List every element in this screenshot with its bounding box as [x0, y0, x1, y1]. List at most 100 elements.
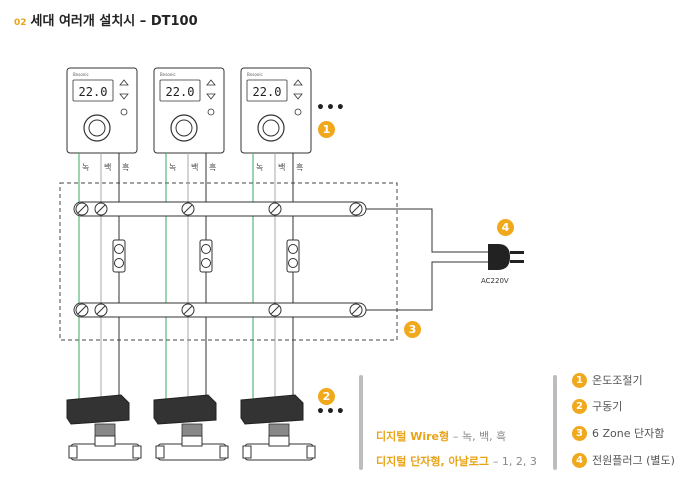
screw-slot [351, 305, 361, 315]
dial-knob-inner [88, 119, 106, 137]
thermostat-unit: Bnsonic 22.0 [153, 67, 225, 154]
valve-outlet [306, 445, 316, 459]
actuator-stem [181, 423, 203, 437]
divider-left [359, 375, 363, 470]
callout-power-plug: 4 [497, 219, 514, 236]
legend-number: 1 [572, 372, 587, 388]
type-terminal-prefix: 디지털 단자형, 아날로그 [376, 455, 490, 468]
valve-outlet [132, 445, 142, 459]
section-title: 세대 여러개 설치시 – DT100 [30, 14, 198, 29]
screw-slot [77, 305, 87, 315]
power-button-icon [120, 108, 128, 116]
legend-number: 4 [572, 452, 587, 468]
power-button-icon [207, 108, 215, 116]
up-arrow-icon [119, 79, 129, 86]
legend-label: 구동기 [592, 400, 623, 413]
valve-inlet [242, 445, 252, 459]
actuator-unit [240, 394, 316, 461]
screw-slot [270, 204, 280, 214]
terminal-screw-icon [114, 258, 124, 268]
page-title: 02 세대 여러개 설치시 – DT100 [14, 10, 198, 29]
callout-terminal-box: 3 [404, 321, 421, 338]
up-arrow-icon [293, 79, 303, 86]
actuator-body [240, 394, 304, 425]
legend-label: 온도조절기 [592, 374, 643, 387]
thermostat-screen [72, 79, 114, 102]
actuator-body [66, 394, 130, 425]
thermostat-screen [159, 79, 201, 102]
terminal-screw-icon [201, 244, 211, 254]
screw-slot [270, 305, 280, 315]
terminal-screw-icon [288, 244, 298, 254]
thermostat-brand: Bnsonic [160, 72, 176, 77]
actuator-stem [94, 423, 116, 437]
bus-bar-top [73, 201, 367, 217]
terminal-screw-icon [114, 244, 124, 254]
valve-neck [181, 435, 203, 447]
valve-inlet [68, 445, 78, 459]
type-wire-suffix: – 녹, 백, 흑 [452, 430, 507, 443]
screw-slot [183, 305, 193, 315]
screw-slot [183, 204, 193, 214]
valve-outlet [219, 445, 229, 459]
ellipsis-thermostats: ••• [316, 100, 346, 116]
bus-bar-bottom [73, 302, 367, 318]
thermostat-unit: Bnsonic 22.0 [66, 67, 138, 154]
thermostat-display: 22.0 [166, 85, 195, 99]
divider-right [553, 375, 557, 470]
wire-label: 녹 [256, 163, 263, 172]
screw-slot [77, 204, 87, 214]
wire-label: 녹 [169, 163, 176, 172]
valve-neck [268, 435, 290, 447]
thermostat-display: 22.0 [79, 85, 108, 99]
down-arrow-icon [206, 93, 216, 100]
type-terminal-suffix: – 1, 2, 3 [492, 455, 537, 468]
type-wire-prefix: 디지털 Wire형 [376, 430, 450, 443]
thermostat-display: 22.0 [253, 85, 282, 99]
wire-label: 백 [104, 162, 111, 172]
wire-label: 백 [278, 162, 285, 172]
actuator-unit [66, 394, 142, 461]
wire-label: 백 [191, 162, 198, 172]
power-label: AC220V [481, 277, 509, 285]
actuator-body [153, 394, 217, 425]
section-number: 02 [14, 18, 27, 28]
terminal-screw-icon [201, 258, 211, 268]
up-arrow-icon [206, 79, 216, 86]
thermostat-screen [246, 79, 288, 102]
power-plug-icon [488, 244, 524, 270]
legend-label: 6 Zone 단자함 [592, 427, 665, 440]
actuator-stem [268, 423, 290, 437]
actuator-unit [153, 394, 229, 461]
callout-actuator: 2 [318, 388, 335, 405]
dial-knob-inner [262, 119, 280, 137]
terminal-box-outline [59, 182, 398, 341]
terminal-screw-icon [288, 258, 298, 268]
dial-knob-inner [175, 119, 193, 137]
power-button-icon [294, 108, 302, 116]
callout-thermostat: 1 [318, 121, 335, 138]
type-terminal: 디지털 단자형, 아날로그 – 1, 2, 3 [376, 453, 537, 469]
wire-label: 흑 [296, 162, 303, 172]
thermostat-unit: Bnsonic 22.0 [240, 67, 312, 154]
down-arrow-icon [119, 93, 129, 100]
legend-item-2: 2 구동기 [572, 398, 622, 414]
thermostat-brand: Bnsonic [247, 72, 263, 77]
screw-slot [351, 204, 361, 214]
wire-label: 흑 [209, 162, 216, 172]
wire-label: 흑 [122, 162, 129, 172]
legend-number: 3 [572, 425, 587, 441]
screw-slot [96, 305, 106, 315]
legend-item-4: 4 전원플러그 (별도) [572, 452, 675, 468]
screw-slot [96, 204, 106, 214]
legend-label: 전원플러그 (별도) [592, 454, 675, 467]
legend-item-1: 1 온도조절기 [572, 372, 643, 388]
type-wire: 디지털 Wire형 – 녹, 백, 흑 [376, 428, 506, 444]
valve-inlet [155, 445, 165, 459]
down-arrow-icon [293, 93, 303, 100]
power-line-top [366, 208, 488, 253]
legend-number: 2 [572, 398, 587, 414]
wire-label: 녹 [82, 163, 89, 172]
thermostat-brand: Bnsonic [73, 72, 89, 77]
